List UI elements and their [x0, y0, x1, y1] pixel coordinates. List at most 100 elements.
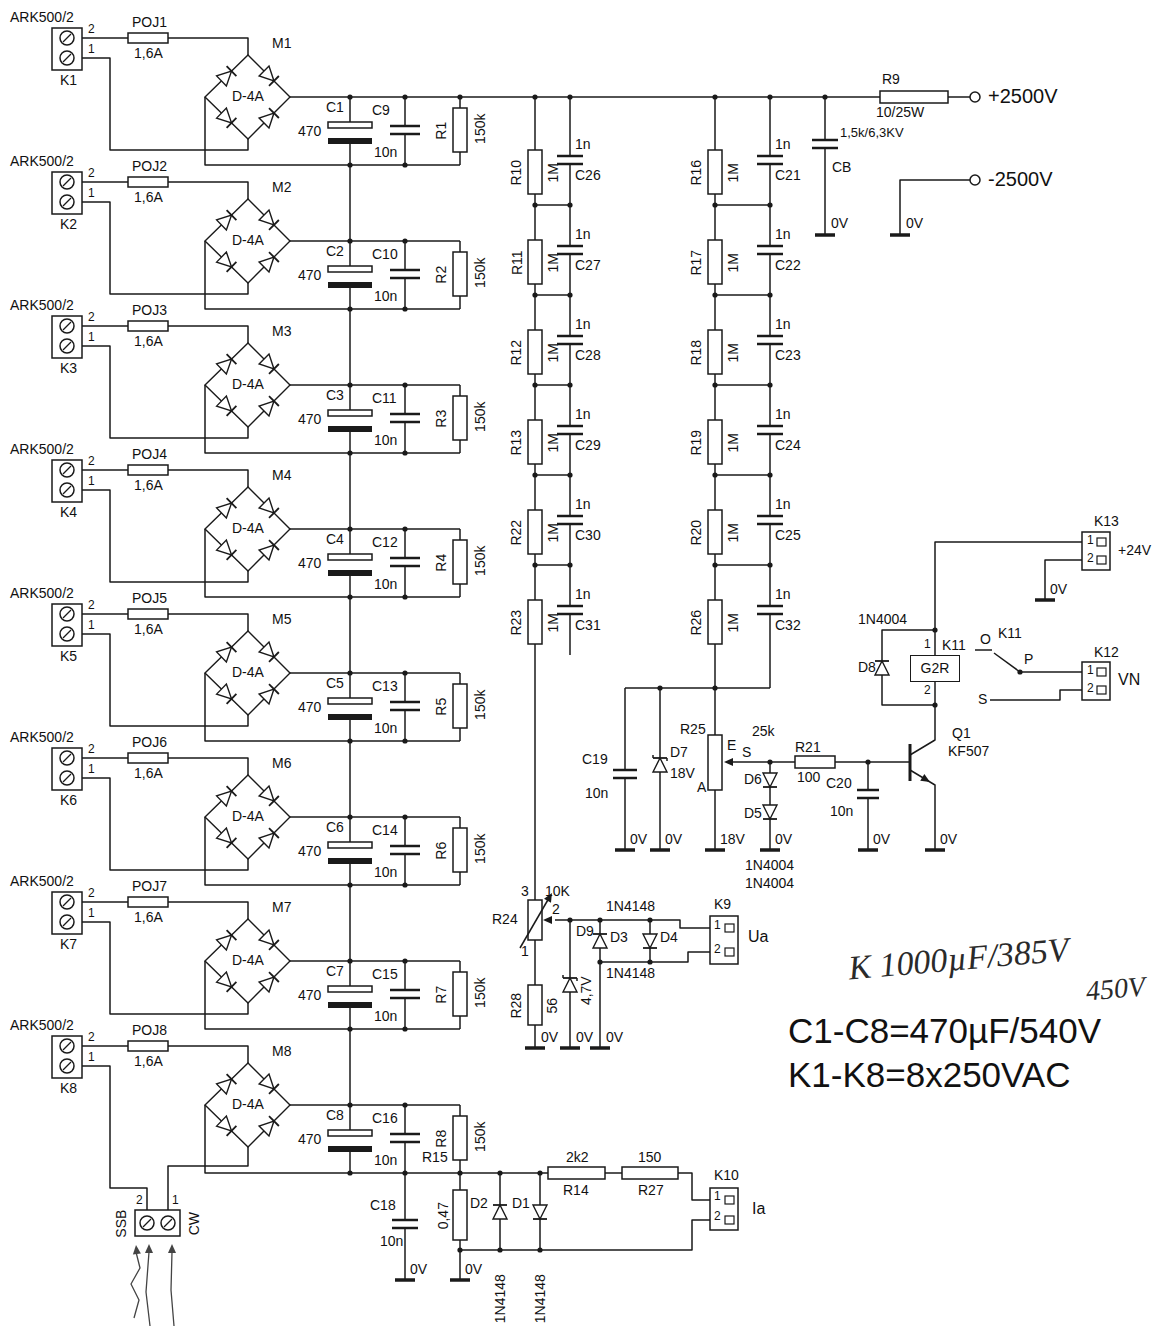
wire	[714, 790, 716, 850]
junction-dot	[347, 94, 352, 99]
component-label: 1	[924, 638, 931, 651]
wire	[227, 642, 237, 652]
wire	[714, 688, 716, 735]
component-label: 10n	[374, 289, 397, 304]
wire	[769, 655, 771, 688]
wire	[168, 1046, 248, 1063]
wire	[349, 817, 351, 842]
wire	[714, 295, 716, 330]
wire	[349, 576, 351, 597]
component-label: 56	[545, 997, 560, 1013]
component-label: +2500V	[988, 85, 1058, 107]
wire	[613, 769, 637, 772]
wire	[63, 178, 71, 186]
junction-dot	[402, 594, 407, 599]
wire	[227, 354, 237, 364]
component-label: K3	[60, 361, 77, 376]
bridge-rectifier	[205, 919, 290, 1003]
wire	[1035, 598, 1055, 602]
wire	[390, 989, 420, 992]
wire	[625, 687, 770, 689]
component-label: 1M	[726, 612, 741, 631]
component-label: C25	[775, 528, 801, 543]
wire	[975, 649, 992, 651]
component-label: M5	[272, 612, 291, 627]
component-label: R17	[689, 249, 704, 275]
component-label: 0,47	[435, 1202, 450, 1229]
component-label: 1	[88, 43, 95, 56]
screw-terminal	[60, 31, 74, 45]
wire	[349, 1029, 351, 1105]
component-label: 470	[298, 1132, 321, 1147]
component-label: 0V	[410, 1262, 427, 1277]
wire	[590, 1046, 610, 1050]
junction-dot	[497, 1247, 502, 1252]
wire	[875, 660, 889, 662]
wire	[653, 757, 667, 759]
component-label: 0V	[831, 216, 848, 231]
component-label: C11	[372, 391, 397, 406]
wire	[1020, 671, 1082, 673]
wire	[824, 148, 826, 235]
component-label: D-4A	[232, 233, 264, 248]
component-label: 18V	[670, 766, 695, 781]
junction-dot	[457, 1170, 462, 1175]
wire	[205, 529, 460, 597]
component-label: R16	[689, 159, 704, 185]
component-label: 25k	[752, 724, 775, 739]
wire	[63, 54, 71, 62]
diode-symbol	[259, 401, 274, 416]
wire	[390, 1133, 420, 1136]
wire	[227, 1126, 237, 1136]
wire	[459, 872, 461, 885]
junction-dot	[347, 382, 352, 387]
wire	[858, 848, 878, 852]
diode-symbol	[217, 108, 232, 123]
component-label: 150k	[473, 545, 488, 575]
wire	[534, 385, 536, 420]
wire	[459, 440, 461, 453]
component-label: M2	[272, 180, 291, 195]
diode-symbol	[875, 661, 889, 675]
junction-dot	[402, 162, 407, 167]
component-label: K10	[714, 1168, 739, 1183]
component-label: A	[697, 780, 706, 795]
component-label: D3	[610, 930, 628, 945]
component-label: 1	[88, 475, 95, 488]
component-label: D-4A	[232, 665, 264, 680]
wire	[404, 241, 406, 270]
screw-terminal	[60, 1039, 74, 1053]
wire	[493, 1204, 507, 1206]
diode-symbol	[259, 930, 274, 945]
component-label: 1n	[575, 407, 591, 422]
component-label: 1n	[775, 497, 791, 512]
wire	[769, 385, 771, 426]
junction-dot	[647, 917, 652, 922]
component-label: POJ1	[132, 15, 167, 30]
component-label: 4,7V	[578, 976, 593, 1005]
component-label: 1N4148	[492, 1274, 507, 1323]
component-label: K2	[60, 217, 77, 232]
wire	[349, 597, 351, 673]
header-pin	[725, 924, 734, 932]
wire	[460, 96, 880, 98]
wire	[164, 1219, 172, 1227]
diode-symbol	[217, 935, 232, 950]
screw-terminal	[60, 463, 74, 477]
component-label: 470	[298, 268, 321, 283]
wire	[392, 1219, 418, 1222]
arrow-head	[133, 1245, 141, 1254]
diode-symbol	[217, 828, 232, 843]
screw-terminal	[60, 319, 74, 333]
component-label: 1N4148	[606, 966, 655, 981]
wire	[168, 470, 248, 487]
resistor-symbol	[795, 756, 835, 768]
component-label: M3	[272, 324, 291, 339]
component-label: R3	[434, 409, 449, 427]
arrow-head	[145, 1244, 153, 1253]
wire	[82, 181, 128, 183]
wire	[715, 294, 770, 296]
component-label: C32	[775, 618, 801, 633]
